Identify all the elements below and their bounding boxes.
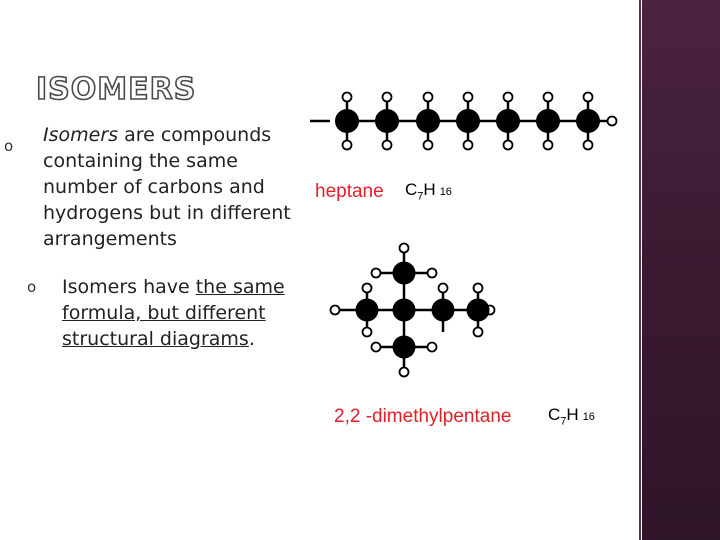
sub-bullet-marker: o — [27, 278, 37, 296]
sidebar-divider — [639, 0, 641, 540]
dimethylpentane-hydrogens — [329, 242, 496, 378]
heptane-hydrogens — [341, 91, 618, 151]
decorative-sidebar — [642, 0, 720, 540]
bullet-2-text: Isomers have the same formula, but diffe… — [62, 276, 285, 350]
dimethylpentane-carbons — [355, 261, 490, 359]
molecule-diagrams — [310, 91, 618, 378]
dimethylpentane-name-label: 2,2 -dimethylpentane — [334, 406, 512, 427]
bullet-marker: o — [4, 137, 14, 155]
isomers-term: Isomers — [43, 124, 119, 146]
bullet-1-text: Isomers are compounds containing the sam… — [43, 124, 291, 250]
slide-title: ISOMERS — [35, 71, 197, 108]
heptane-name-label: heptane — [315, 181, 384, 202]
heptane-carbons — [335, 109, 600, 133]
